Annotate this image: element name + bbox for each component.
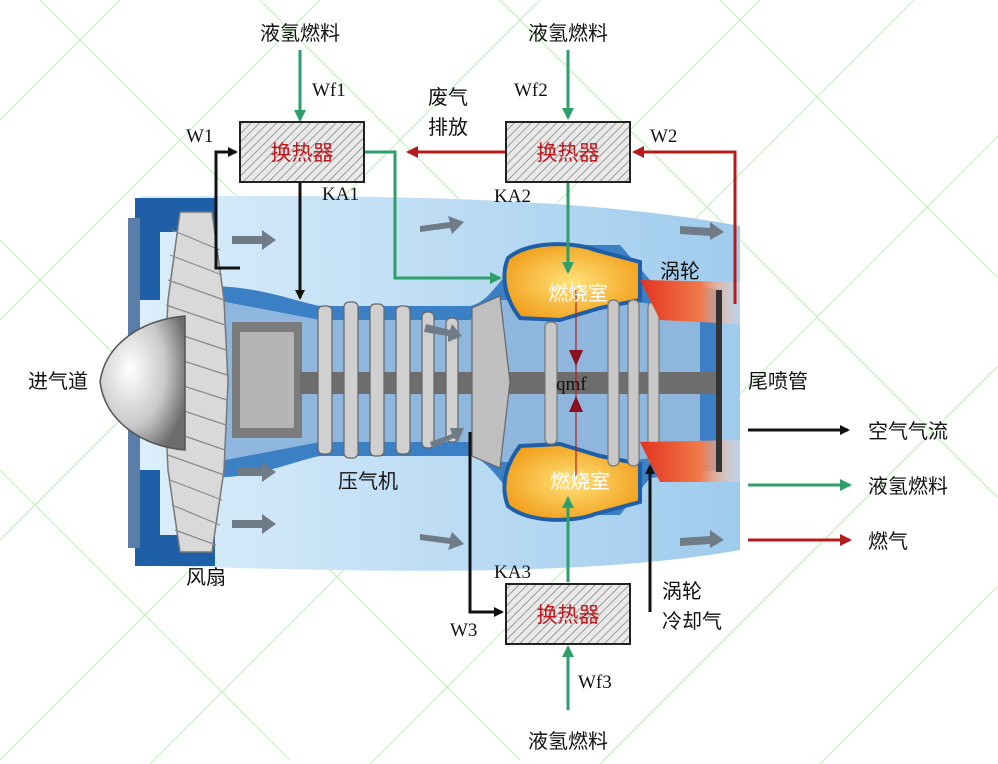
spinner-cone (99, 315, 186, 451)
turbine-cooling-label-line2: 冷却气 (662, 609, 722, 633)
compressor-stages (317, 301, 459, 459)
legend-item-gas: 燃气 (748, 529, 908, 553)
combustor-label-bottom: 燃烧室 (550, 469, 610, 493)
turbine-stages (544, 299, 660, 467)
engine-cutaway (99, 195, 740, 571)
heat-exchanger-2: 换热器 (505, 121, 631, 183)
legend-label-hydrogen: 液氢燃料 (868, 474, 948, 498)
fan-blade-lines (164, 229, 228, 546)
gas-flow-lines (406, 146, 737, 304)
hx3-label: 换热器 (537, 603, 600, 627)
exhaust-plume-bottom (640, 440, 740, 482)
legend-label-gas: 燃气 (868, 529, 908, 553)
nozzle-lip (716, 290, 722, 472)
fuel-label-top-right: 液氢燃料 (528, 21, 608, 45)
legend: 空气气流 液氢燃料 燃气 (748, 419, 948, 553)
wf1-label: Wf1 (312, 80, 346, 101)
turbine-cooling-label-line1: 涡轮 (662, 579, 702, 603)
fuel-label-top-left: 液氢燃料 (260, 21, 340, 45)
compressor-label: 压气机 (338, 469, 398, 493)
exhaust-label-line2: 排放 (428, 115, 468, 139)
wf3-label: Wf3 (578, 672, 612, 693)
qmf-label: qmf (556, 374, 587, 395)
w1-label: W1 (186, 126, 213, 147)
legend-item-hydrogen: 液氢燃料 (748, 474, 948, 498)
combustor-bottom-shape (502, 441, 642, 522)
wf2-label: Wf2 (514, 80, 548, 101)
fuel-label-bottom: 液氢燃料 (528, 729, 608, 753)
nozzle-label: 尾喷管 (748, 369, 808, 393)
hx1-label: 换热器 (271, 141, 334, 165)
ka2-label: KA2 (494, 186, 531, 207)
w3-label: W3 (450, 620, 477, 641)
exhaust-label-line1: 废气 (428, 85, 468, 109)
hydrogen-flow-lines (294, 50, 574, 710)
hx2-label: 换热器 (537, 141, 600, 165)
exhaust-plume-top (640, 280, 740, 324)
qmf-indicator (569, 290, 583, 476)
inlet-label: 进气道 (28, 369, 88, 393)
w2-label: W2 (650, 126, 677, 147)
legend-label-air: 空气气流 (868, 419, 948, 443)
legend-item-air: 空气气流 (748, 419, 948, 443)
combustor-label-top: 燃烧室 (548, 281, 608, 305)
fan-label: 风扇 (186, 565, 226, 589)
combustor-top-shape (502, 242, 642, 323)
air-flow-lines (214, 147, 655, 617)
heat-exchanger-1: 换热器 (239, 121, 365, 183)
impeller (471, 295, 511, 469)
ka1-label: KA1 (322, 184, 359, 205)
ka3-label: KA3 (494, 562, 531, 583)
heat-exchanger-3: 换热器 (505, 583, 631, 645)
turbine-label: 涡轮 (660, 259, 700, 283)
flow-arrows (232, 216, 724, 550)
gearbox-inner (240, 332, 294, 428)
